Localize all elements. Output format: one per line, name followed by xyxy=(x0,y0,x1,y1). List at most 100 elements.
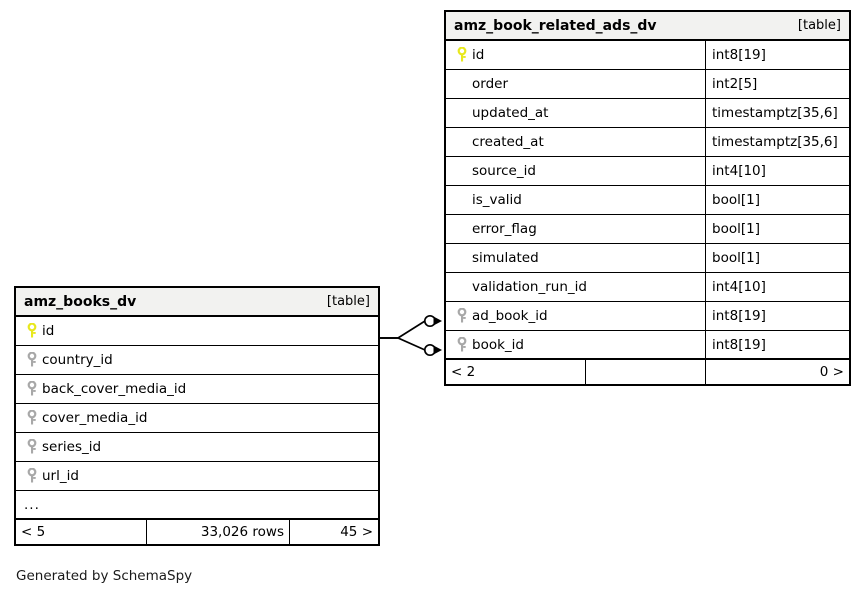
column-label: id xyxy=(472,47,485,63)
column-name-cell: created_at xyxy=(446,128,705,156)
primary-key-icon xyxy=(22,323,42,339)
column-label: source_id xyxy=(472,163,536,179)
column-name-cell: ad_book_id xyxy=(446,302,705,330)
footer-child-count[interactable]: 0 > xyxy=(705,360,849,384)
foreign-key-icon xyxy=(22,439,42,455)
entity-footer: < 2 0 > xyxy=(446,360,849,384)
column-label: url_id xyxy=(42,468,79,484)
column-name-cell: validation_run_id xyxy=(446,273,705,301)
column-label: updated_at xyxy=(472,105,549,121)
column-type: int4[10] xyxy=(712,279,766,295)
foreign-key-icon xyxy=(22,410,42,426)
foreign-key-icon xyxy=(22,468,42,484)
table-row[interactable]: is_valid bool[1] xyxy=(446,186,849,215)
column-label: order xyxy=(472,76,508,92)
column-type-cell: int8[19] xyxy=(705,302,849,330)
column-type: int8[19] xyxy=(712,336,766,353)
column-type: int8[19] xyxy=(712,308,766,324)
column-name-cell: updated_at xyxy=(446,99,705,127)
table-row[interactable]: created_at timestamptz[35,6] xyxy=(446,128,849,157)
column-type-cell: bool[1] xyxy=(705,244,849,272)
column-label: ... xyxy=(24,496,40,513)
column-label: cover_media_id xyxy=(42,410,148,426)
foreign-key-icon xyxy=(452,336,472,353)
column-type-cell: bool[1] xyxy=(705,186,849,214)
column-type-cell: int8[19] xyxy=(705,41,849,69)
entity-title: amz_book_related_ads_dv xyxy=(454,17,657,34)
column-name-cell: country_id xyxy=(16,346,378,374)
generated-by-caption: Generated by SchemaSpy xyxy=(16,568,193,584)
table-row[interactable]: country_id xyxy=(16,346,378,375)
table-row[interactable]: url_id xyxy=(16,462,378,491)
column-type: bool[1] xyxy=(712,192,760,208)
column-type: int2[5] xyxy=(712,76,758,92)
column-name-cell: simulated xyxy=(446,244,705,272)
column-type: bool[1] xyxy=(712,221,760,237)
table-row[interactable]: series_id xyxy=(16,433,378,462)
column-label: id xyxy=(42,323,55,339)
column-name-cell: id xyxy=(446,41,705,69)
column-label: error_flag xyxy=(472,221,537,237)
column-label: back_cover_media_id xyxy=(42,381,187,397)
column-type: bool[1] xyxy=(712,250,760,266)
column-name-cell: url_id xyxy=(16,462,378,490)
table-row[interactable]: id xyxy=(16,317,378,346)
column-label: ad_book_id xyxy=(472,308,548,324)
table-row[interactable]: id int8[19] xyxy=(446,41,849,70)
foreign-key-icon xyxy=(22,381,42,397)
column-label: is_valid xyxy=(472,192,522,208)
column-label: book_id xyxy=(472,336,524,353)
table-row[interactable]: cover_media_id xyxy=(16,404,378,433)
footer-row-count: 33,026 rows xyxy=(146,520,289,544)
column-name-cell: ... xyxy=(16,491,378,518)
primary-key-icon xyxy=(452,47,472,63)
entity-header: amz_book_related_ads_dv [table] xyxy=(446,12,849,41)
footer-child-count[interactable]: 45 > xyxy=(289,520,378,544)
column-label: validation_run_id xyxy=(472,279,587,295)
column-type-cell: bool[1] xyxy=(705,215,849,243)
entity-header: amz_books_dv [table] xyxy=(16,288,378,317)
column-name-cell: book_id xyxy=(446,331,705,358)
column-label: created_at xyxy=(472,134,544,150)
entity-table-amz-book-related-ads-dv[interactable]: amz_book_related_ads_dv [table] id int8[… xyxy=(444,10,851,386)
foreign-key-icon xyxy=(452,308,472,324)
entity-footer: < 5 33,026 rows 45 > xyxy=(16,520,378,544)
entity-title: amz_books_dv xyxy=(24,293,137,310)
relationship-ad-book-id xyxy=(380,314,442,339)
column-label: simulated xyxy=(472,250,539,266)
column-type-cell: int4[10] xyxy=(705,157,849,185)
table-row[interactable]: ad_book_id int8[19] xyxy=(446,302,849,331)
entity-table-amz-books-dv[interactable]: amz_books_dv [table] id country_id xyxy=(14,286,380,546)
relationship-book-id xyxy=(380,337,442,357)
column-name-cell: id xyxy=(16,317,378,345)
table-row[interactable]: source_id int4[10] xyxy=(446,157,849,186)
column-name-cell: order xyxy=(446,70,705,98)
column-name-cell: is_valid xyxy=(446,186,705,214)
table-row[interactable]: updated_at timestamptz[35,6] xyxy=(446,99,849,128)
footer-parent-count[interactable]: < 2 xyxy=(451,364,476,380)
column-type-cell: int8[19] xyxy=(705,331,849,358)
table-row[interactable]: back_cover_media_id xyxy=(16,375,378,404)
column-type-cell: timestamptz[35,6] xyxy=(705,128,849,156)
table-row-more-columns[interactable]: ... xyxy=(16,491,378,520)
entity-type-tag: [table] xyxy=(326,294,370,309)
entity-type-tag: [table] xyxy=(797,18,841,33)
column-name-cell: cover_media_id xyxy=(16,404,378,432)
column-type: timestamptz[35,6] xyxy=(712,105,838,121)
column-type: int4[10] xyxy=(712,163,766,179)
table-row[interactable]: simulated bool[1] xyxy=(446,244,849,273)
footer-row-count xyxy=(585,360,705,384)
table-row[interactable]: order int2[5] xyxy=(446,70,849,99)
footer-parent-count[interactable]: < 5 xyxy=(21,524,46,540)
column-type-cell: int4[10] xyxy=(705,273,849,301)
column-name-cell: source_id xyxy=(446,157,705,185)
column-label: series_id xyxy=(42,439,102,455)
column-type-cell: int2[5] xyxy=(705,70,849,98)
column-name-cell: series_id xyxy=(16,433,378,461)
foreign-key-icon xyxy=(22,352,42,368)
column-name-cell: back_cover_media_id xyxy=(16,375,378,403)
table-row[interactable]: validation_run_id int4[10] xyxy=(446,273,849,302)
table-row[interactable]: error_flag bool[1] xyxy=(446,215,849,244)
table-row[interactable]: book_id int8[19] xyxy=(446,331,849,360)
